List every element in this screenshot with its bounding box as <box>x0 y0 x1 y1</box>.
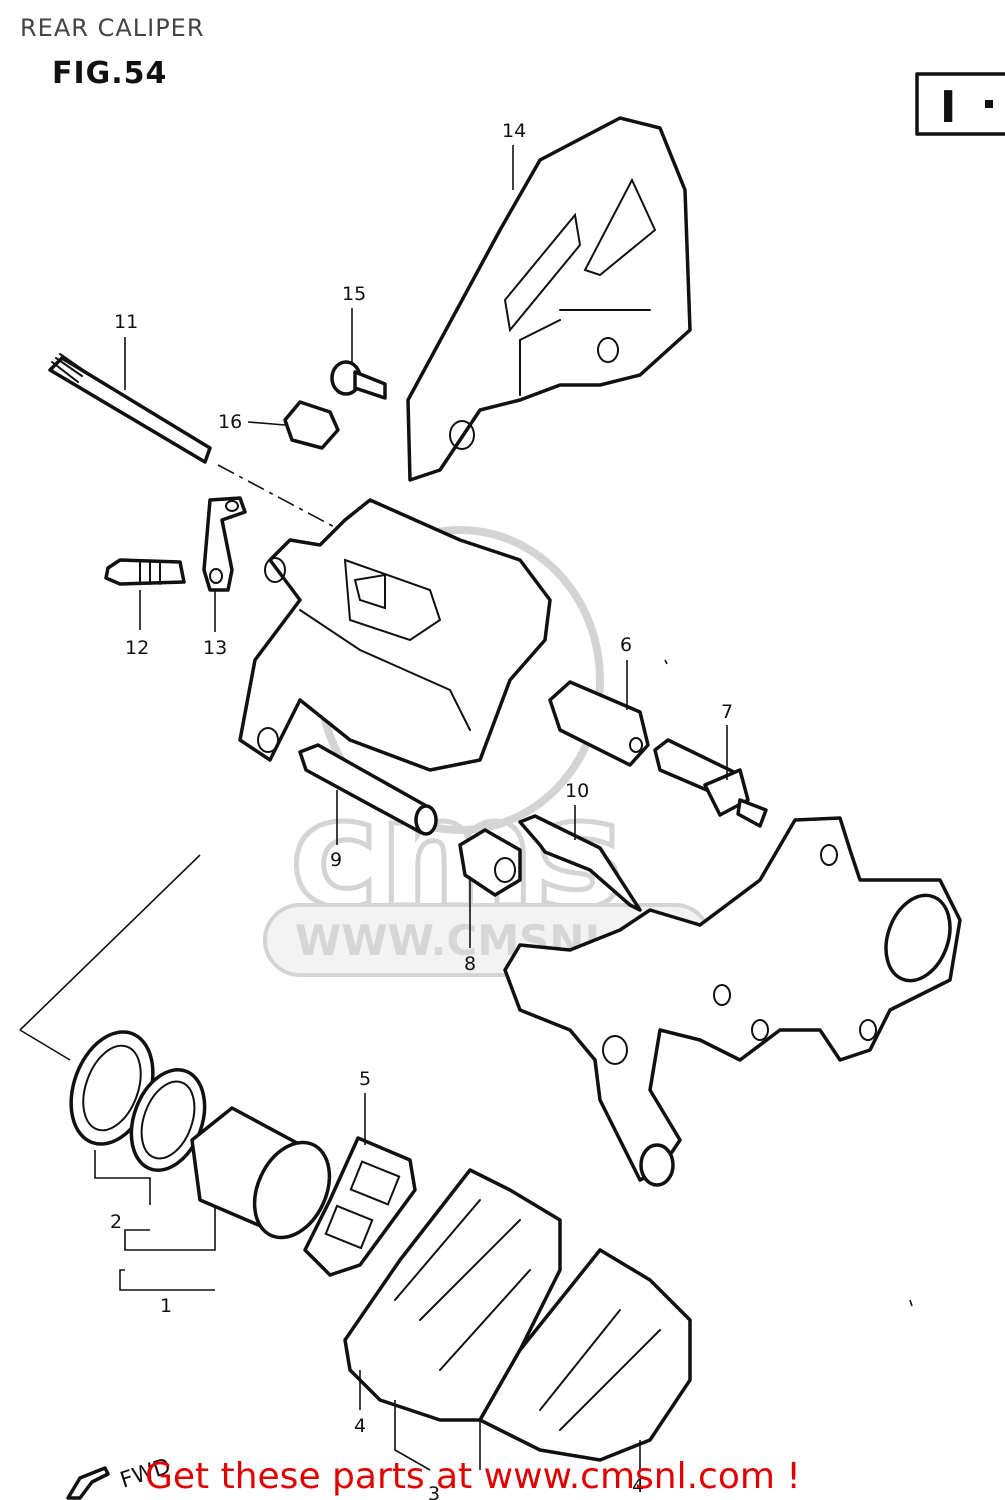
part-6-boot <box>548 680 650 767</box>
promo-banner[interactable]: Get these parts at www.cmsnl.com ! <box>145 1456 801 1497</box>
callout-13: 13 <box>203 637 227 659</box>
part-11-pin <box>48 353 341 531</box>
part-12-bleeder <box>104 558 186 586</box>
callout-9: 9 <box>330 849 342 871</box>
figure-number: FIG.54 <box>52 56 168 91</box>
section-tab-label: I <box>940 82 956 133</box>
callout-15: 15 <box>342 283 366 305</box>
callout-3: 3 <box>428 1483 440 1500</box>
part-3-pads <box>343 1168 692 1462</box>
callout-11: 11 <box>114 311 138 333</box>
callout-7: 7 <box>721 701 733 723</box>
callout-leaders <box>19 145 913 1471</box>
callout-14: 14 <box>502 120 526 142</box>
part-16-cap <box>283 400 340 450</box>
callout-4b: 4 <box>632 1475 644 1497</box>
section-tab: I <box>915 72 1005 136</box>
part-7-pin-bolt <box>653 738 768 828</box>
part-13-clamp <box>202 496 247 592</box>
part-10-spring <box>518 814 642 912</box>
callout-8: 8 <box>464 953 476 975</box>
section-tab-dot <box>985 100 993 108</box>
part-9-slide-pin <box>298 743 438 836</box>
callout-12: 12 <box>125 637 149 659</box>
callout-10: 10 <box>565 780 589 802</box>
part-5-shim <box>303 1136 417 1277</box>
caliper-body <box>238 498 552 772</box>
page-title: REAR CALIPER <box>20 14 205 42</box>
callout-16: 16 <box>218 411 242 433</box>
part-15-bolt <box>330 360 387 400</box>
part-1-piston <box>190 1106 332 1240</box>
callout-2: 2 <box>110 1211 122 1233</box>
callout-1: 1 <box>160 1295 172 1317</box>
caliper-bracket <box>503 816 962 1187</box>
part-14-guard <box>406 116 692 482</box>
part-8-bushing <box>458 828 522 897</box>
callout-5: 5 <box>359 1068 371 1090</box>
callout-6: 6 <box>620 634 632 656</box>
callout-4: 4 <box>354 1415 366 1437</box>
